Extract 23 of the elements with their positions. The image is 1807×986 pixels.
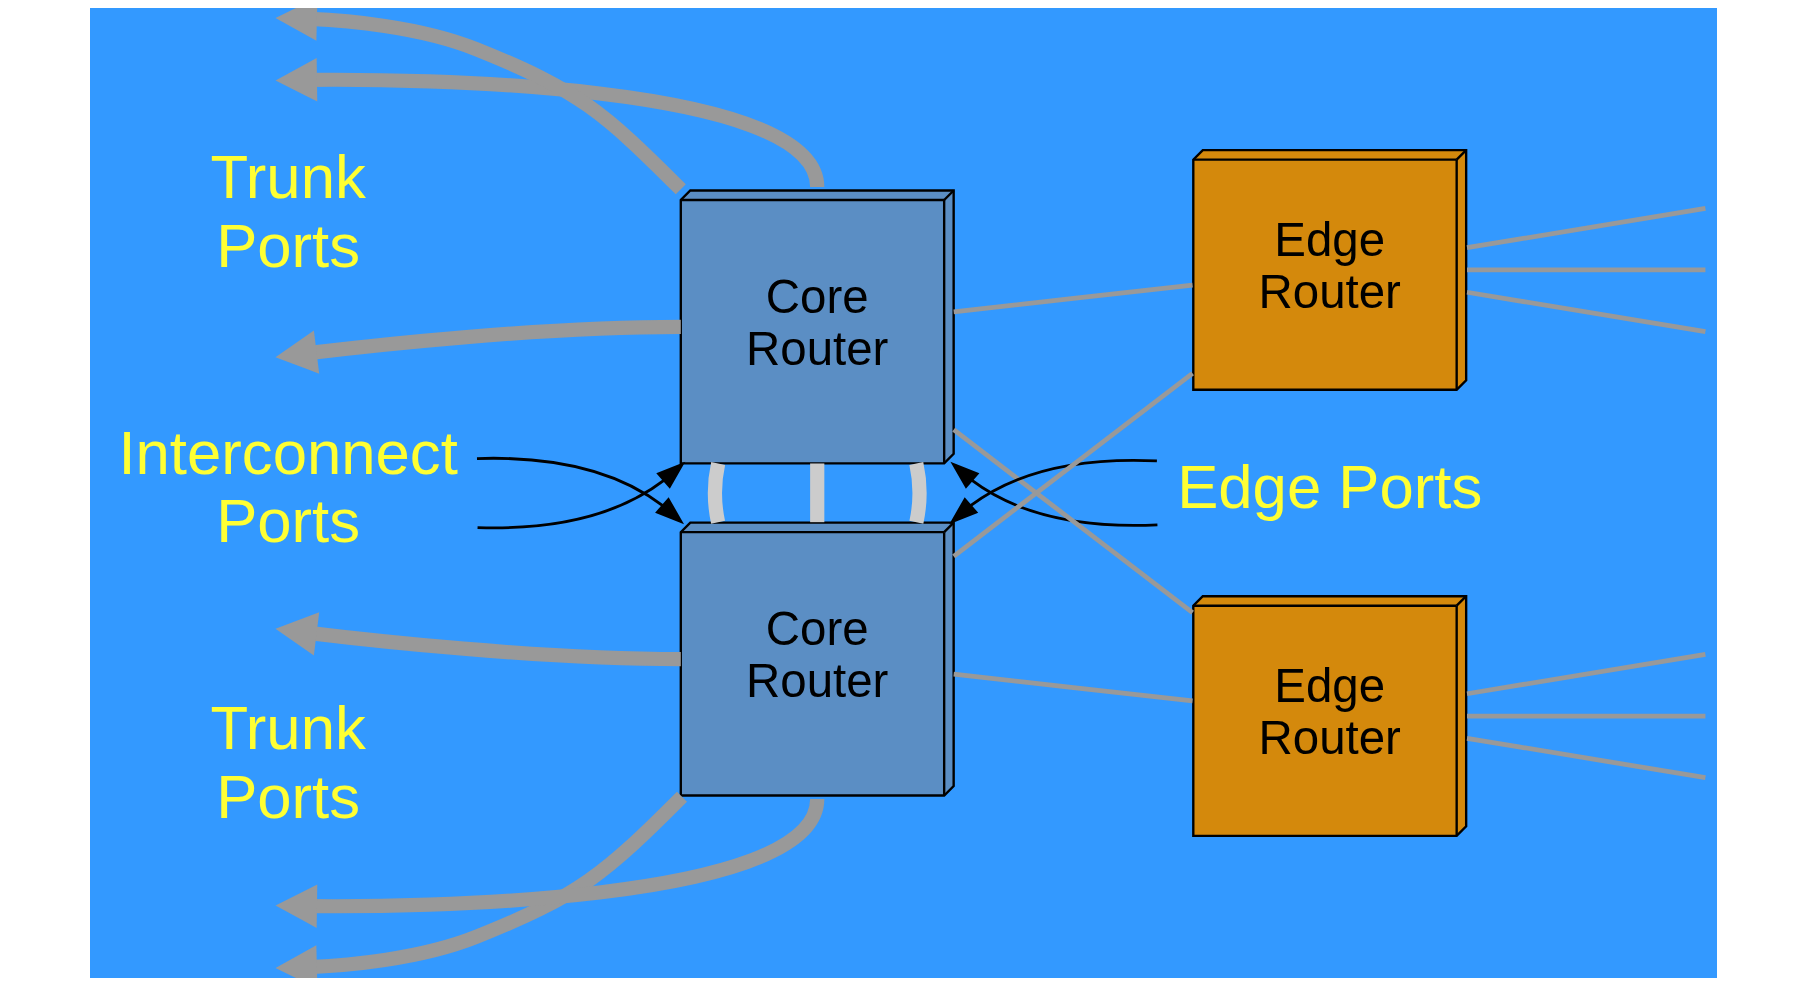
connector: [1466, 652, 1706, 697]
node-text: Interconnect Ports: [118, 417, 458, 556]
label: Trunk Ports: [210, 692, 366, 831]
arrow: [275, 791, 687, 978]
connector: [909, 462, 927, 524]
connector: [1466, 206, 1706, 251]
connector: [1467, 713, 1706, 719]
connector: [1467, 267, 1706, 273]
connector: [810, 463, 825, 523]
node-text: Edge Ports: [1177, 451, 1483, 521]
connector: [952, 427, 1194, 615]
arrow: [275, 796, 824, 928]
connector: [952, 371, 1194, 559]
arrow: [275, 319, 681, 374]
connector: [953, 671, 1193, 704]
label: Trunk Ports: [210, 142, 366, 281]
connector: [707, 462, 726, 524]
arrow: [275, 612, 681, 667]
arrow: [275, 58, 824, 190]
arrow: [275, 8, 686, 195]
connector: [1466, 735, 1706, 780]
connector: [1466, 289, 1706, 334]
connector: [953, 282, 1193, 315]
